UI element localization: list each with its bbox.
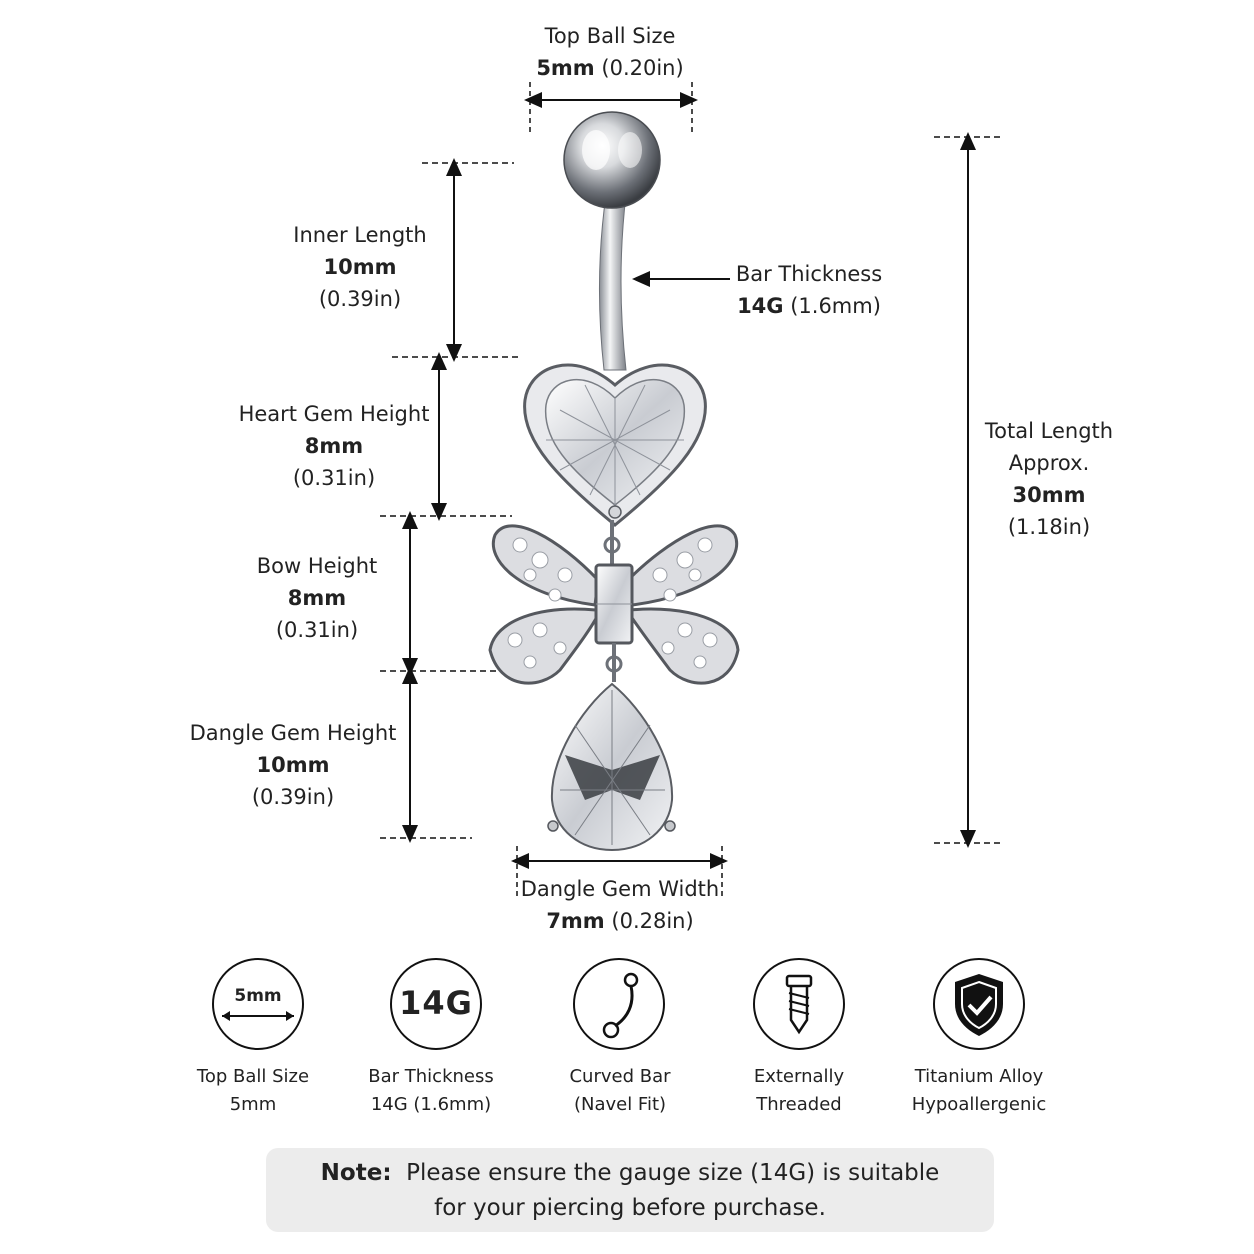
shield-check-icon [933, 958, 1025, 1050]
gauge-icon: 14G [390, 958, 482, 1050]
screw-icon [753, 958, 845, 1050]
ball-size-icon: 5mm [212, 958, 304, 1050]
dangle-width-title: Dangle Gem Width [520, 877, 720, 901]
total-length-label: Total Length Approx. 30mm (1.18in) [976, 415, 1122, 543]
dangle-height-dimension [380, 666, 472, 843]
top-ball-value: 5mm [536, 56, 595, 80]
note-line1: Please ensure the gauge size (14G) is su… [406, 1160, 940, 1186]
feature-bar-thickness-line1: Bar Thickness [368, 1066, 494, 1087]
feature-bar-thickness: Bar Thickness 14G (1.6mm) [336, 1063, 526, 1119]
total-length-title: Total Length [984, 419, 1114, 443]
dangle-height-label: Dangle Gem Height 10mm (0.39in) [180, 717, 406, 813]
note-line1-row: Note: Please ensure the gauge size (14G)… [266, 1156, 994, 1191]
feature-material: Titanium Alloy Hypoallergenic [884, 1063, 1074, 1119]
top-ball-measure: 5mm (0.20in) [500, 52, 720, 84]
heart-gem-label: Heart Gem Height 8mm (0.31in) [228, 398, 440, 494]
total-length-subtitle: Approx. [1008, 451, 1090, 475]
inner-length-title: Inner Length [293, 223, 427, 247]
feature-threaded: Externally Threaded [704, 1063, 894, 1119]
dangle-width-value: 7mm [546, 909, 605, 933]
bow-inches: (0.31in) [275, 618, 359, 642]
dangle-height-value: 10mm [256, 753, 330, 777]
feature-ball-size-line1: Top Ball Size [196, 1066, 310, 1087]
ball-size-icon-text: 5mm [234, 986, 282, 1006]
dangle-height-title: Dangle Gem Height [189, 721, 397, 745]
shield-glyph [955, 974, 1003, 1036]
bar-thickness-label: Bar Thickness 14G (1.6mm) [724, 258, 894, 322]
note-line2: for your piercing before purchase. [434, 1195, 826, 1221]
note-label: Note: [320, 1160, 392, 1186]
gauge-icon-text: 14G [399, 984, 473, 1022]
inner-length-dimension [392, 158, 522, 362]
screw-glyph [785, 974, 813, 1035]
top-ball-title: Top Ball Size [544, 24, 676, 48]
feature-ball-size: Top Ball Size 5mm [158, 1063, 348, 1119]
bar-thickness-value: 14G [737, 294, 784, 318]
heart-gem [523, 363, 707, 527]
dangle-gem [547, 682, 676, 852]
feature-curved-bar-line1: Curved Bar [569, 1066, 671, 1087]
heart-gem-value: 8mm [304, 434, 364, 458]
belly-ring-illustration [488, 111, 740, 852]
feature-threaded-line1: Externally [753, 1066, 845, 1087]
bow-label: Bow Height 8mm (0.31in) [228, 550, 406, 646]
curved-bar-glyph [602, 972, 639, 1039]
bar-thickness-measure: 14G (1.6mm) [724, 290, 894, 322]
top-ball-dimension [524, 82, 698, 132]
feature-material-line1: Titanium Alloy [914, 1066, 1044, 1087]
dangle-width-dimension [511, 846, 728, 900]
bow-value: 8mm [287, 586, 347, 610]
total-length-inches: (1.18in) [1007, 515, 1091, 539]
feature-curved-bar-line2: (Navel Fit) [573, 1094, 667, 1115]
total-length-dimension [934, 132, 1004, 848]
dangle-width-measure: 7mm (0.28in) [500, 905, 740, 937]
feature-bar-thickness-line2: 14G (1.6mm) [370, 1094, 492, 1115]
inner-length-label: Inner Length 10mm (0.39in) [270, 219, 450, 315]
bow-charm [488, 524, 740, 685]
feature-material-line2: Hypoallergenic [911, 1094, 1047, 1115]
top-ball [563, 111, 661, 209]
inner-length-inches: (0.39in) [318, 287, 402, 311]
feature-ball-size-line2: 5mm [229, 1094, 277, 1115]
bow-title: Bow Height [256, 554, 378, 578]
note-box: Note: Please ensure the gauge size (14G)… [266, 1148, 994, 1232]
dangle-width-inches: (0.28in) [611, 909, 694, 933]
bar-thickness-detail: (1.6mm) [790, 294, 881, 318]
dangle-height-inches: (0.39in) [251, 785, 335, 809]
dangle-width-label: Dangle Gem Width 7mm (0.28in) [500, 873, 740, 937]
top-ball-inches: (0.20in) [601, 56, 684, 80]
total-length-value: 30mm [1012, 483, 1086, 507]
curved-bar-icon [573, 958, 665, 1050]
feature-threaded-line2: Threaded [756, 1094, 842, 1115]
top-ball-label: Top Ball Size 5mm (0.20in) [500, 20, 720, 84]
double-arrow-icon [222, 1011, 294, 1021]
heart-gem-title: Heart Gem Height [238, 402, 430, 426]
bar-thickness-title: Bar Thickness [735, 262, 883, 286]
bow-dimension [380, 511, 500, 676]
heart-gem-inches: (0.31in) [292, 466, 376, 490]
feature-curved-bar: Curved Bar (Navel Fit) [525, 1063, 715, 1119]
inner-length-value: 10mm [323, 255, 397, 279]
